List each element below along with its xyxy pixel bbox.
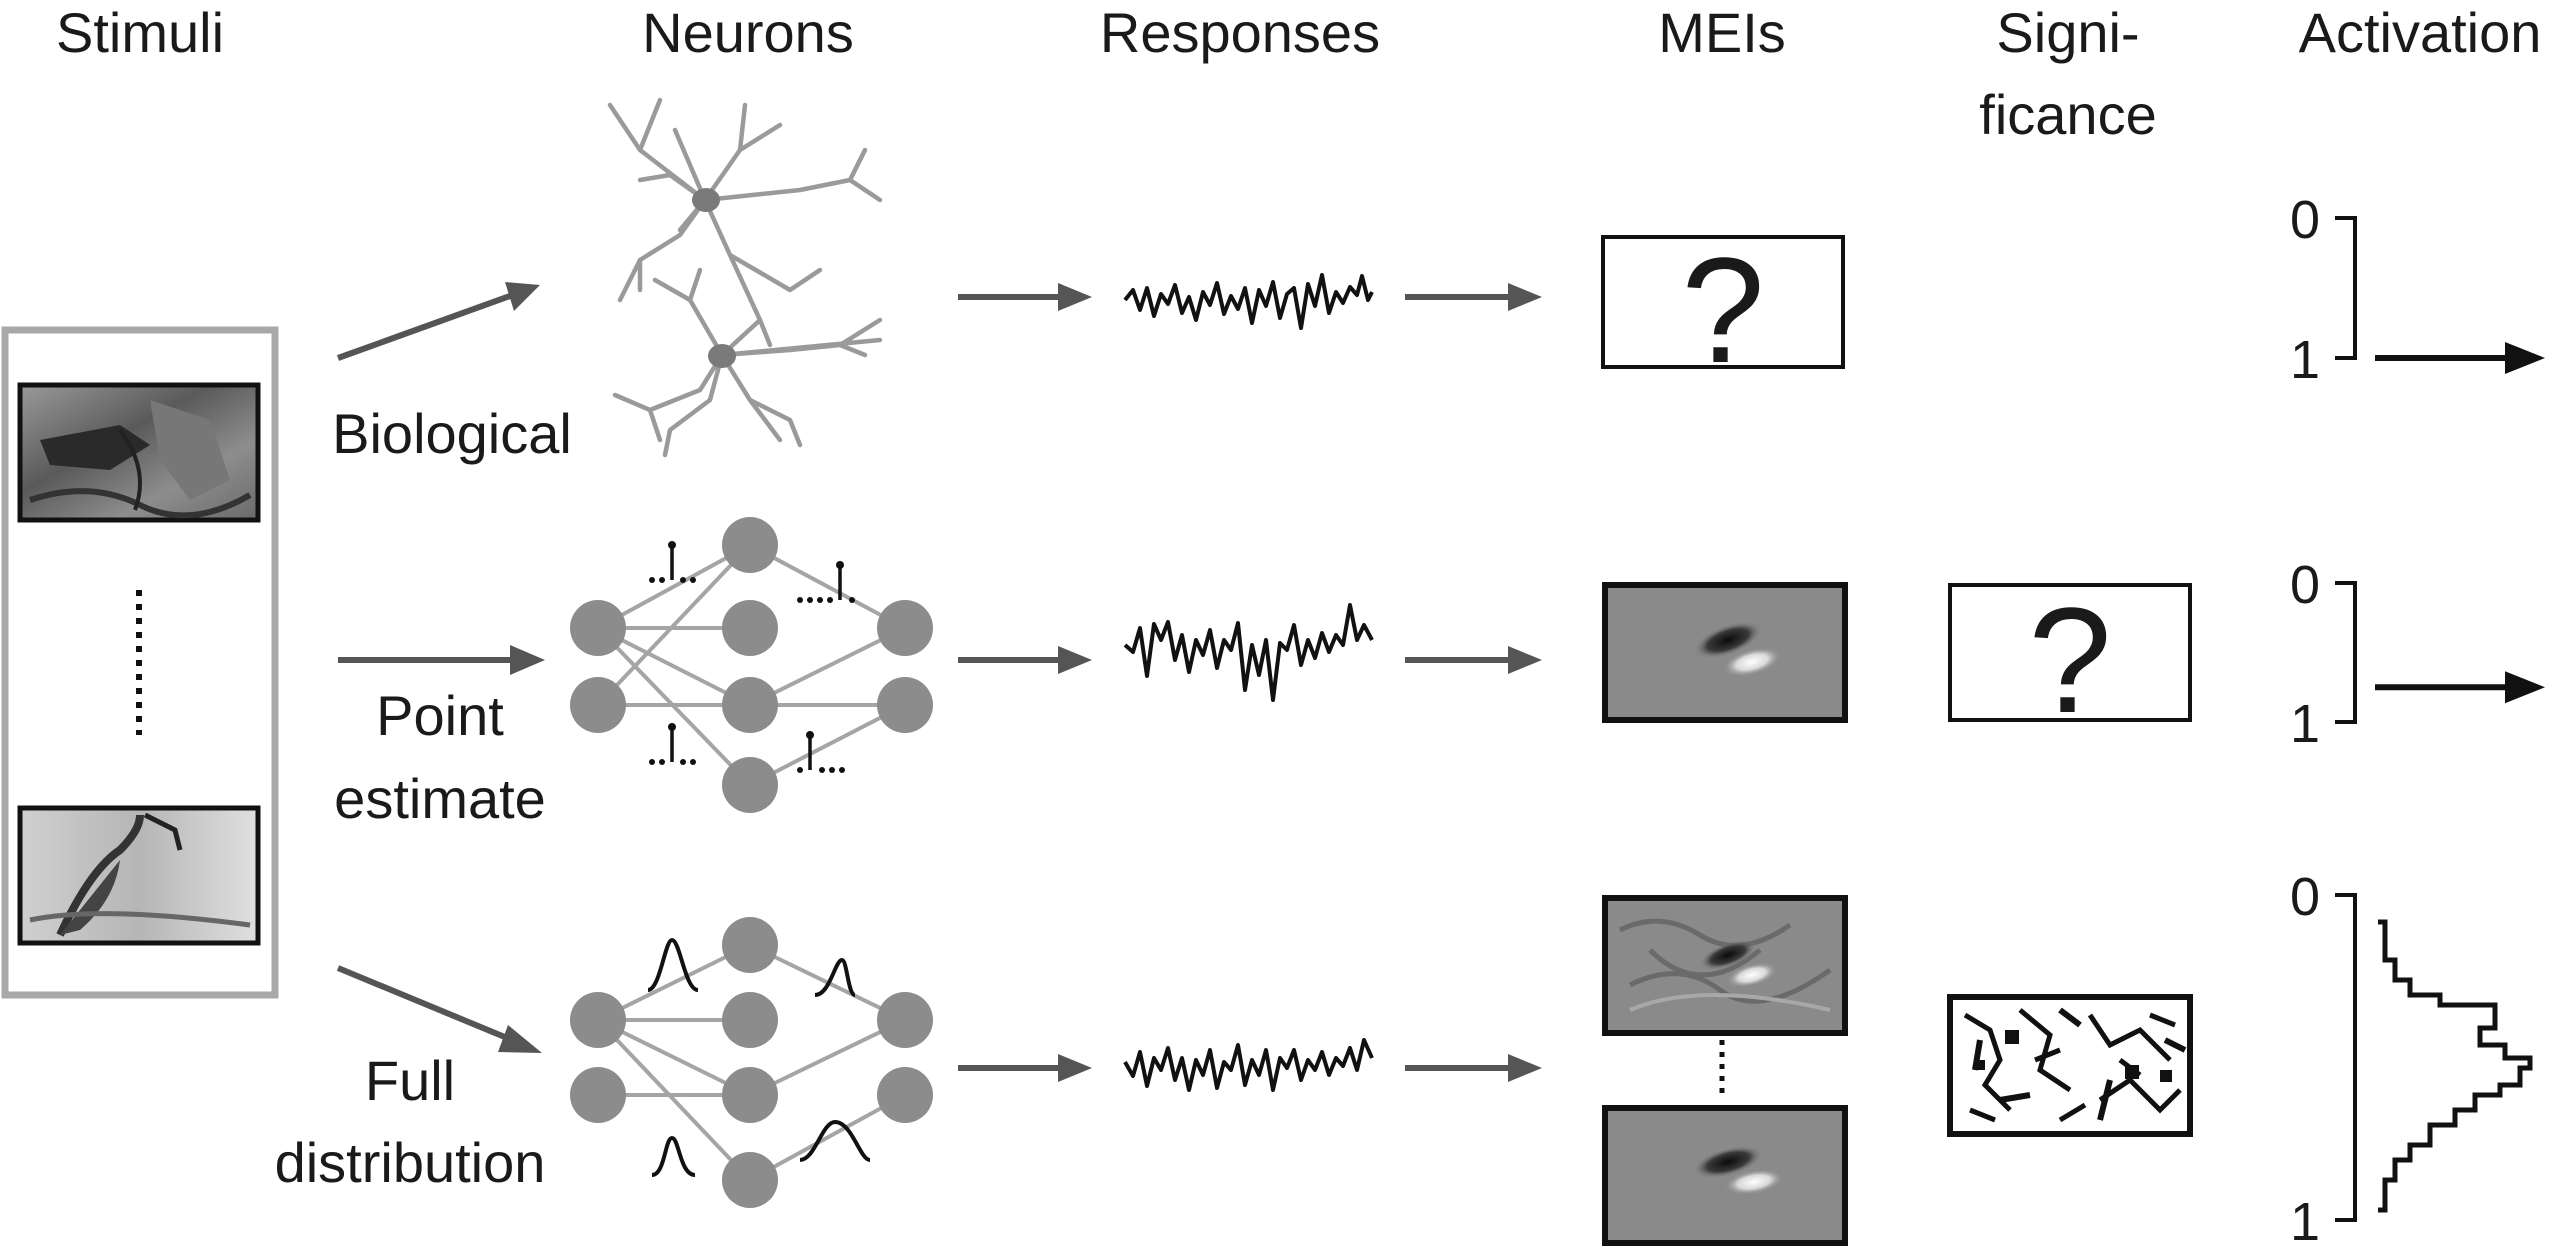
node — [722, 677, 778, 733]
spike-marker — [797, 731, 845, 773]
arrow-responses-to-meis-row1 — [1405, 283, 1542, 311]
header-activation: Activation — [2299, 1, 2542, 64]
row-label-point-line2: estimate — [334, 767, 546, 830]
node — [722, 917, 778, 973]
activation-tick-0: 0 — [2290, 190, 2320, 250]
distribution-curve — [814, 957, 857, 997]
biological-neurons-drawing — [607, 97, 883, 458]
stimuli-panel — [1, 326, 279, 999]
activation-tick-0: 0 — [2290, 555, 2320, 615]
activation-tick-1: 1 — [2290, 694, 2320, 754]
significance-question-mark: ? — [2028, 576, 2111, 744]
node — [722, 517, 778, 573]
arrow-stimuli-to-full — [336, 965, 542, 1053]
node — [722, 992, 778, 1048]
mei-image-full-top — [1602, 895, 1848, 1036]
activation-arrow-biological — [2375, 342, 2545, 374]
point-estimate-network — [570, 517, 933, 813]
row-label-point-line1: Point — [376, 684, 504, 747]
header-significance-line1: Signi- — [1996, 1, 2139, 64]
activation-histogram — [2378, 919, 2533, 1213]
node — [570, 677, 626, 733]
activation-axis-biological: 0 1 — [2290, 190, 2357, 390]
arrow-neurons-to-responses-row2 — [958, 646, 1092, 674]
stimulus-image-top — [17, 382, 261, 523]
mei-question-mark: ? — [1681, 226, 1764, 394]
biological-soma-bottom — [708, 344, 736, 368]
node — [722, 1152, 778, 1208]
arrow-stimuli-to-biological — [336, 282, 540, 361]
arrow-neurons-to-responses-row1 — [958, 283, 1092, 311]
spike-marker — [649, 723, 696, 765]
response-trace-point-estimate — [1123, 603, 1374, 702]
mei-image-point-estimate — [1602, 582, 1848, 723]
activation-arrow-point-estimate — [2375, 671, 2545, 704]
row-label-full-line1: Full — [365, 1049, 455, 1112]
stimulus-image-bottom — [17, 805, 261, 946]
node — [570, 992, 626, 1048]
node — [570, 600, 626, 656]
arrow-responses-to-meis-row2 — [1405, 646, 1542, 674]
response-trace-biological — [1123, 273, 1374, 330]
distribution-curve — [647, 937, 699, 992]
node — [877, 600, 933, 656]
node — [722, 600, 778, 656]
header-stimuli: Stimuli — [56, 1, 224, 64]
arrow-responses-to-meis-row3 — [1405, 1054, 1542, 1082]
row-label-biological: Biological — [332, 402, 572, 465]
response-trace-full-distribution — [1123, 1038, 1374, 1092]
row-label-full-line2: distribution — [275, 1131, 546, 1194]
node — [722, 757, 778, 813]
header-significance-line2: ficance — [1979, 83, 2156, 146]
activation-axis-full-distribution: 0 1 — [2290, 867, 2357, 1252]
header-responses: Responses — [1100, 1, 1380, 64]
header-neurons: Neurons — [642, 1, 854, 64]
mei-unknown-box: ? — [1601, 226, 1845, 394]
arrow-stimuli-to-point — [338, 645, 545, 675]
arrow-neurons-to-responses-row3 — [958, 1054, 1092, 1082]
significance-unknown-box: ? — [1948, 576, 2192, 744]
biological-soma-top — [692, 188, 720, 212]
spike-marker — [797, 561, 855, 603]
full-distribution-network — [570, 917, 933, 1208]
node — [570, 1067, 626, 1123]
mei-image-full-bottom — [1602, 1105, 1848, 1246]
distribution-curve — [651, 1135, 696, 1177]
node — [877, 1067, 933, 1123]
activation-tick-1: 1 — [2290, 330, 2320, 390]
node — [877, 677, 933, 733]
significance-map — [1947, 994, 2193, 1137]
activation-axis-point-estimate: 0 1 — [2290, 555, 2357, 754]
header-meis: MEIs — [1658, 1, 1786, 64]
node — [722, 1067, 778, 1123]
spike-marker — [649, 541, 696, 583]
distribution-curve — [799, 1119, 871, 1162]
activation-tick-1: 1 — [2290, 1192, 2320, 1252]
node — [877, 992, 933, 1048]
activation-tick-0: 0 — [2290, 867, 2320, 927]
